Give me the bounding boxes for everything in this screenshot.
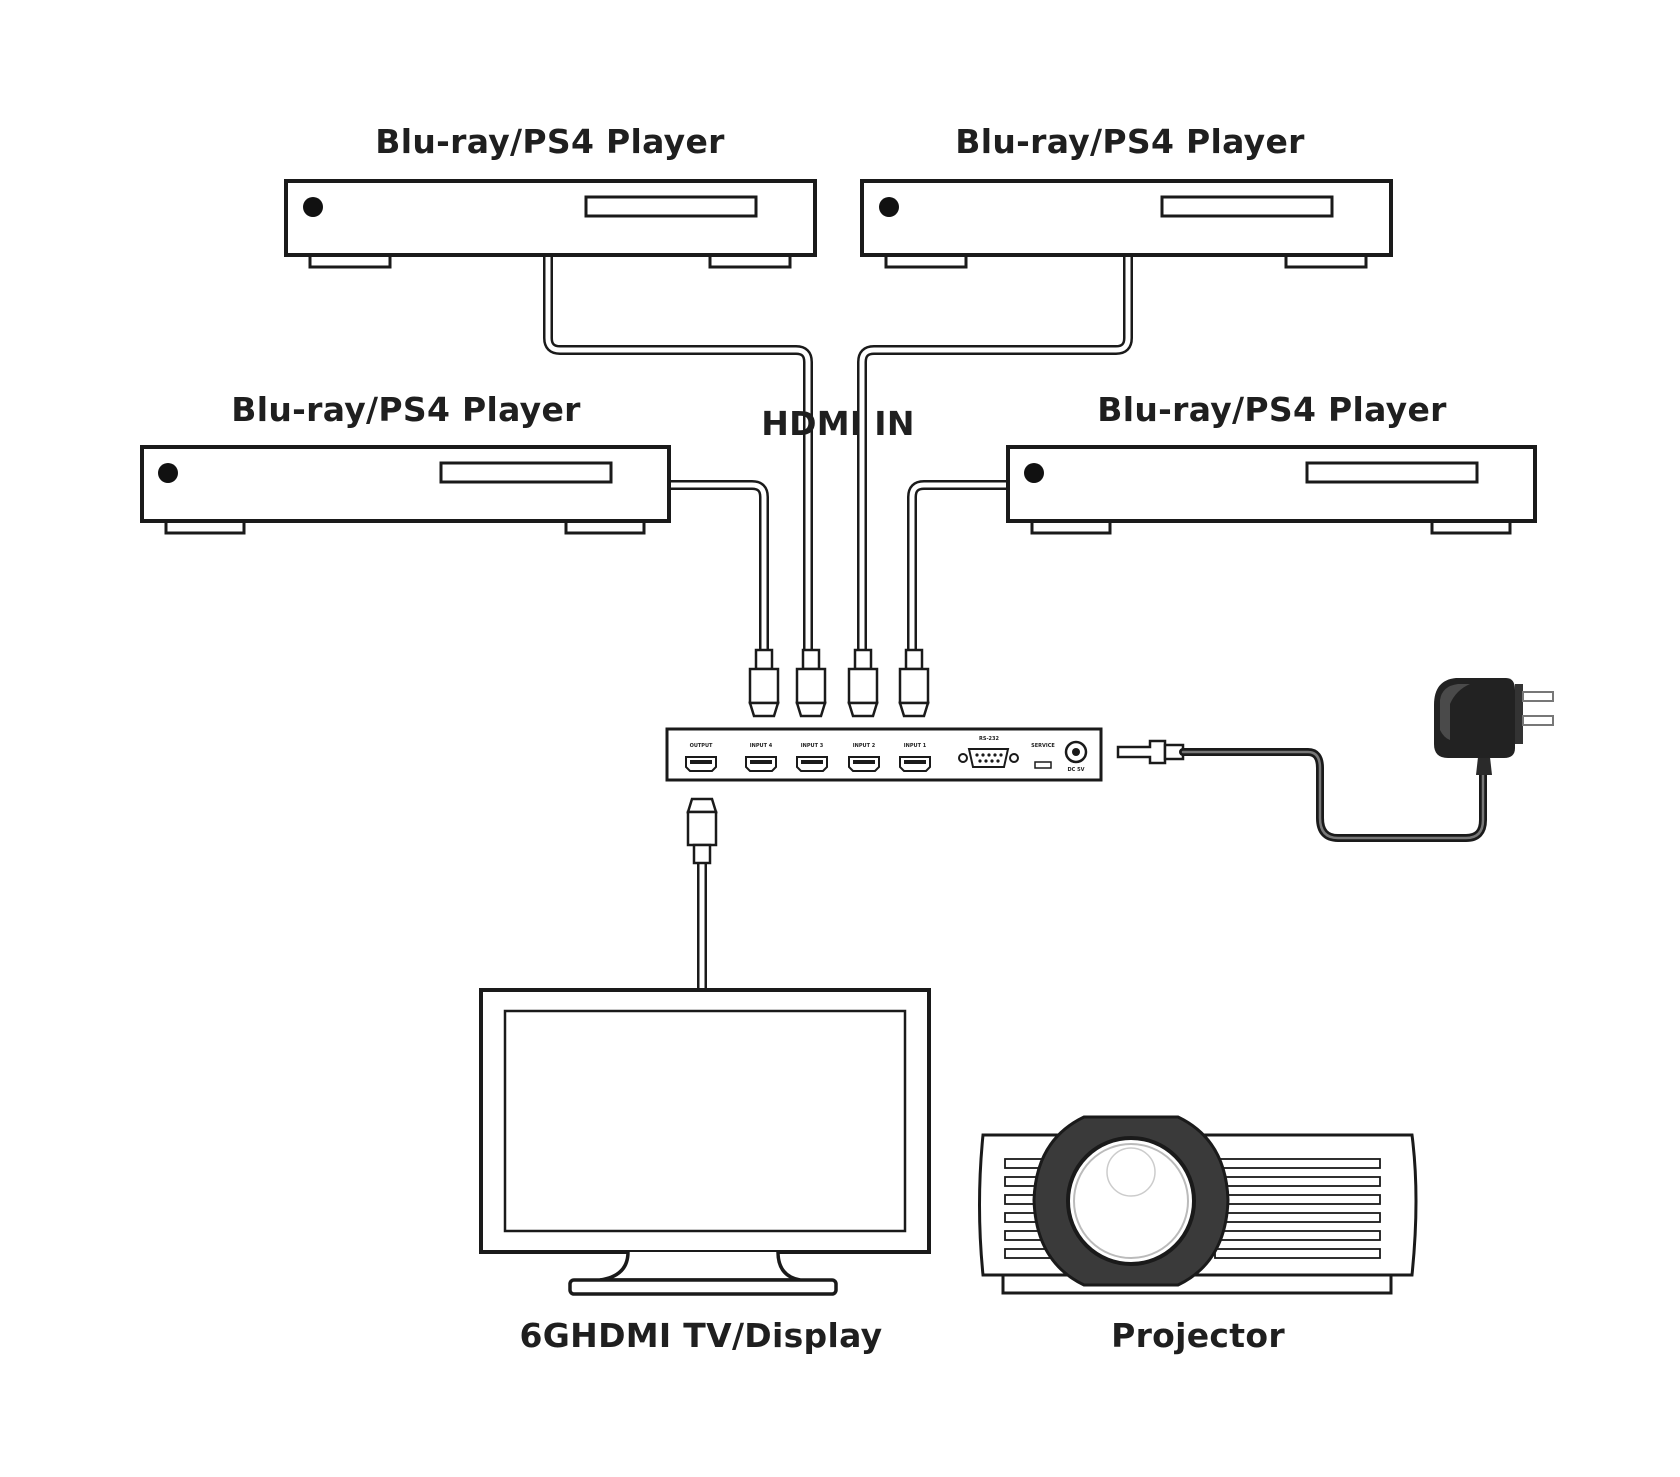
tv-display bbox=[479, 988, 931, 1296]
hdmi-plug-icon bbox=[847, 648, 879, 718]
port-label-input-4: INPUT 4 bbox=[750, 743, 773, 749]
power-button-icon bbox=[303, 197, 323, 217]
port-label-service: SERVICE bbox=[1031, 743, 1055, 749]
hdmi-plugs bbox=[686, 648, 930, 865]
power-button-icon bbox=[1024, 463, 1044, 483]
power-button-icon bbox=[879, 197, 899, 217]
cable-input-1 bbox=[907, 480, 1008, 658]
label-projector: Projector bbox=[1111, 1316, 1285, 1355]
rs232-port bbox=[958, 748, 1019, 768]
label-player-mid-right: Blu-ray/PS4 Player bbox=[1097, 390, 1447, 429]
label-player-top-right: Blu-ray/PS4 Player bbox=[955, 122, 1305, 161]
projector bbox=[978, 1115, 1418, 1295]
player-top-left bbox=[284, 179, 817, 269]
label-player-mid-left: Blu-ray/PS4 Player bbox=[231, 390, 581, 429]
label-player-top-left: Blu-ray/PS4 Player bbox=[375, 122, 725, 161]
port-label-input-3: INPUT 3 bbox=[801, 743, 824, 749]
power-cord bbox=[1179, 748, 1487, 842]
power-adapter bbox=[1116, 678, 1554, 842]
hdmi-cables bbox=[543, 256, 1133, 990]
wall-adapter-icon bbox=[1434, 678, 1515, 758]
port-label-input-2: INPUT 2 bbox=[853, 743, 876, 749]
player-mid-right bbox=[1006, 445, 1537, 535]
service-port bbox=[1034, 761, 1052, 769]
dc-jack bbox=[1064, 740, 1088, 764]
power-button-icon bbox=[158, 463, 178, 483]
hdmi-plug-icon bbox=[795, 648, 827, 718]
player-mid-left bbox=[140, 445, 671, 535]
port-label-rs232: RS-232 bbox=[979, 736, 999, 742]
hdmi-switch: OUTPUT INPUT 4 INPUT 3 INPUT 2 INPUT 1 R… bbox=[665, 727, 1103, 782]
port-label-input-1: INPUT 1 bbox=[904, 743, 927, 749]
player-top-right bbox=[860, 179, 1393, 269]
hdmi-port-input-1 bbox=[899, 756, 931, 772]
disc-tray-icon bbox=[1305, 461, 1479, 484]
hdmi-port-output bbox=[685, 756, 717, 772]
hdmi-port-input-4 bbox=[745, 756, 777, 772]
port-label-dc: DC 5V bbox=[1068, 767, 1085, 773]
disc-tray-icon bbox=[584, 195, 758, 218]
port-label-output: OUTPUT bbox=[690, 743, 713, 749]
label-tv: 6GHDMI TV/Display bbox=[519, 1316, 883, 1355]
hdmi-port-input-3 bbox=[796, 756, 828, 772]
projector-lens-icon bbox=[1066, 1136, 1196, 1266]
tv-screen bbox=[503, 1009, 907, 1233]
label-hdmi-in: HDMI IN bbox=[761, 404, 915, 443]
cable-input-4 bbox=[670, 480, 769, 658]
hdmi-plug-icon bbox=[686, 797, 718, 865]
hdmi-plug-icon bbox=[748, 648, 780, 718]
disc-tray-icon bbox=[1160, 195, 1334, 218]
dc-plug-icon bbox=[1116, 739, 1167, 765]
hdmi-port-input-2 bbox=[848, 756, 880, 772]
hdmi-plug-icon bbox=[898, 648, 930, 718]
disc-tray-icon bbox=[439, 461, 613, 484]
